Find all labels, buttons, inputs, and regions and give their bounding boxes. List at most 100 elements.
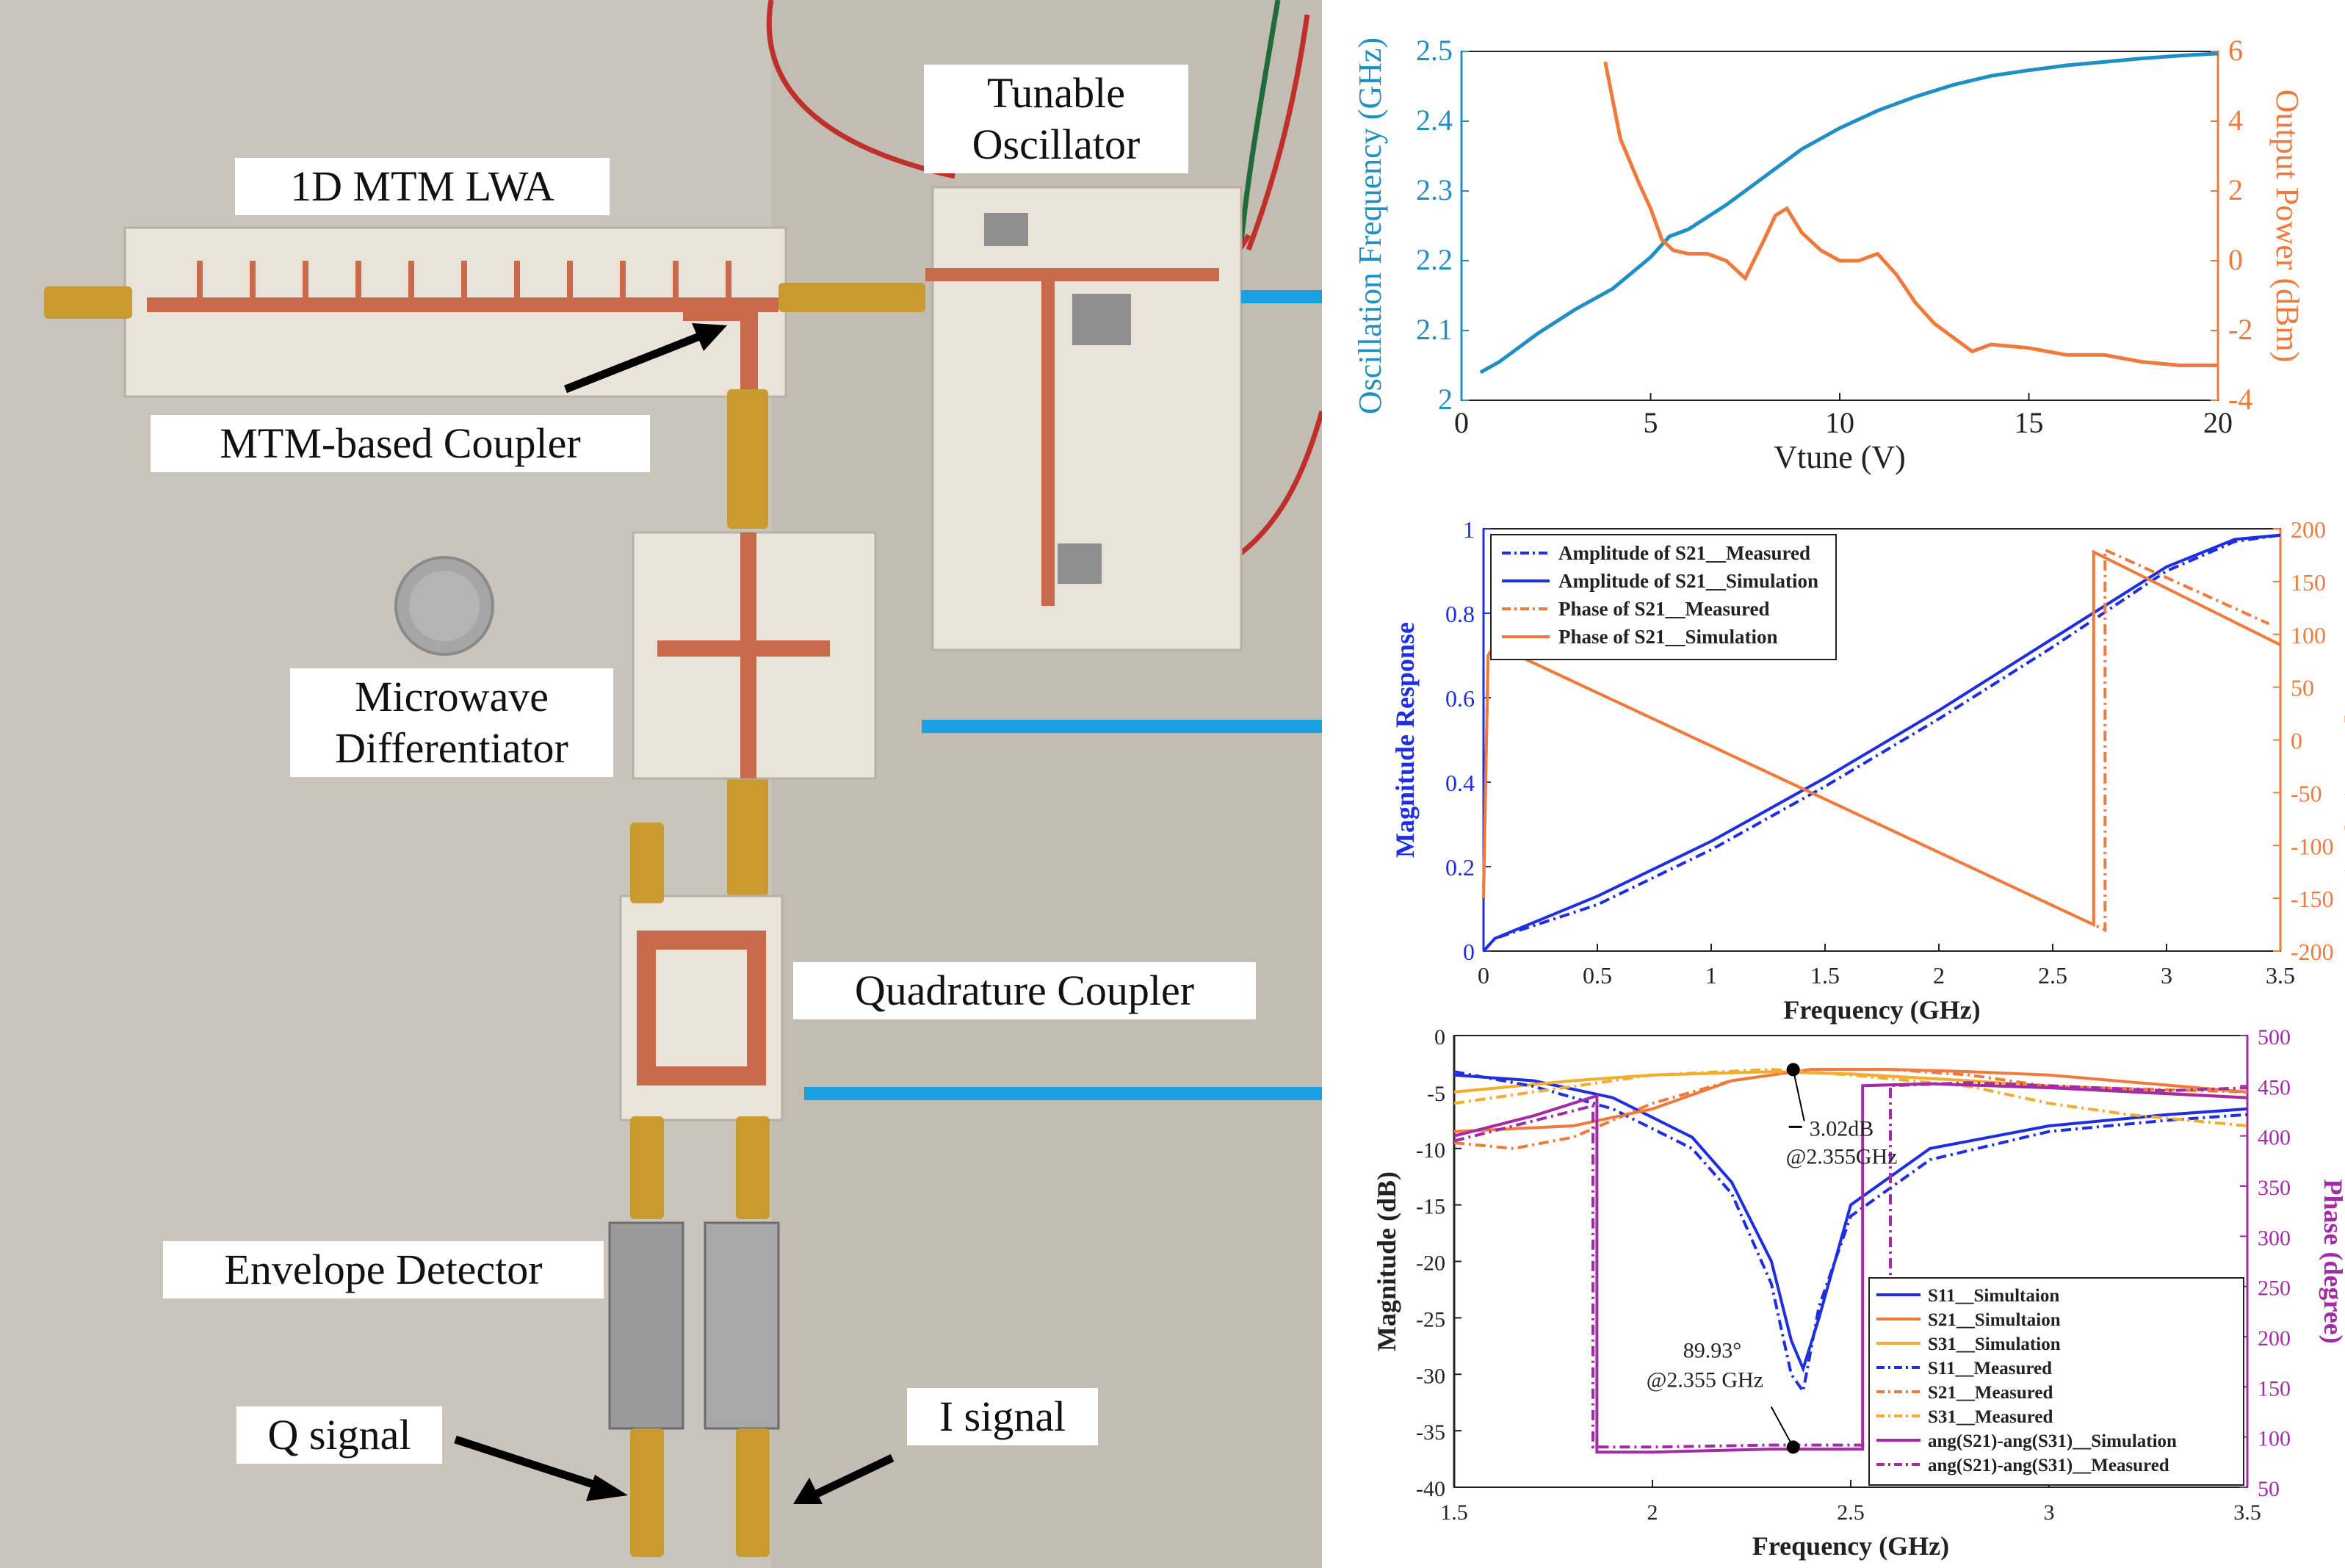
legend-label-5: S31__Measured: [1928, 1407, 2053, 1427]
y2-tick-label: 450: [2258, 1075, 2291, 1099]
y2-tick-label: 400: [2258, 1126, 2291, 1150]
label-oscillator-line2: Oscillator: [972, 120, 1141, 168]
y2-axis-label: Phase (degree): [2319, 1179, 2345, 1343]
label-differentiator-line2: Differentiator: [335, 724, 568, 772]
x-tick-label: 0: [1478, 962, 1489, 989]
y-tick-label: 2: [1438, 383, 1453, 416]
diff-trace-h: [657, 640, 830, 657]
y2-tick-label: 200: [2291, 516, 2326, 543]
annotation-leader: [1792, 1069, 1805, 1121]
y2-tick-label: -2: [2228, 313, 2252, 346]
annotation-leader: [1770, 1406, 1794, 1448]
label-quadrature: Quadrature Coupler: [793, 962, 1256, 1019]
x-tick-label: 3.5: [2233, 1500, 2261, 1525]
x-tick-label: 0: [1454, 406, 1469, 439]
x-tick-label: 15: [2015, 406, 2044, 439]
x-tick-label: 1.5: [1810, 962, 1840, 989]
y-tick-label: -15: [1416, 1195, 1445, 1219]
label-q-signal: Q signal: [236, 1406, 442, 1464]
osc-component-2: [1072, 294, 1131, 345]
blue-arrows: [804, 290, 1322, 1100]
legend-label-2: Phase of S21__Measured: [1558, 598, 1770, 620]
y-tick-label: -5: [1427, 1082, 1445, 1106]
quad-connector-left: [630, 1116, 664, 1219]
x-tick-label: 10: [1825, 406, 1854, 439]
y-tick-label: 0: [1434, 1028, 1445, 1049]
y-tick-label: 2.4: [1416, 104, 1453, 137]
y-tick-label: 2.2: [1416, 243, 1453, 276]
x-tick-label: 3.5: [2266, 962, 2295, 989]
y-tick-label: -25: [1416, 1307, 1445, 1332]
connector-chain-1: [727, 389, 768, 529]
quad-connector-right: [736, 1116, 770, 1219]
y2-tick-label: -4: [2228, 383, 2252, 416]
red-wire-right: [1246, 14, 1310, 251]
y-tick-label: -40: [1416, 1477, 1445, 1501]
osc-trace-h: [925, 268, 1219, 281]
legend-label-2: S31__Simulation: [1928, 1334, 2061, 1354]
label-i-signal: I signal: [907, 1388, 1098, 1445]
y2-tick-label: -200: [2291, 939, 2334, 965]
y2-tick-label: 150: [2258, 1376, 2291, 1401]
annotation-text: 3.02dB: [1810, 1116, 1874, 1141]
annotation-marker: [1786, 1063, 1800, 1077]
y-tick-label: 0.6: [1445, 685, 1475, 712]
label-lwa: 1D MTM LWA: [235, 158, 610, 215]
series-line-0: [1482, 533, 2281, 953]
envelope-detector-left: [608, 1221, 684, 1430]
y2-tick-label: 50: [2258, 1477, 2280, 1501]
legend-box: [1490, 534, 1837, 660]
y-tick-label: 2.5: [1416, 34, 1453, 67]
series-line-7: [1453, 1081, 2248, 1449]
y2-tick-label: 100: [2291, 622, 2326, 648]
x-tick-label: 2.5: [2038, 962, 2067, 989]
legend-label-0: Amplitude of S21__Measured: [1558, 542, 1810, 564]
y2-tick-label: 250: [2258, 1276, 2291, 1301]
y-tick-label: -20: [1416, 1251, 1445, 1276]
mtm-coupler-trace: [683, 303, 758, 397]
x-tick-label: 3: [2044, 1500, 2055, 1525]
y-axis-label: Magnitude (dB): [1372, 1171, 1401, 1351]
hardware-photo: [0, 0, 1322, 1568]
series-line-4: [1453, 1068, 2248, 1150]
quad-connector-top-left: [630, 823, 664, 903]
y2-tick-label: 200: [2258, 1326, 2291, 1351]
y2-tick-label: 2: [2228, 173, 2243, 206]
series-line-0: [1479, 51, 2219, 375]
x-axis-label: Vtune (V): [1774, 439, 1906, 475]
legend-label-3: Phase of S21__Simulation: [1558, 626, 1778, 648]
y2-tick-label: 0: [2228, 243, 2243, 276]
lwa-sma-left: [44, 286, 132, 319]
legend-label-1: Amplitude of S21__Simulation: [1558, 570, 1818, 592]
x-tick-label: 2.5: [1837, 1500, 1865, 1525]
lwa-stubs: [197, 261, 731, 301]
y-tick-label: -30: [1416, 1364, 1445, 1388]
y2-tick-label: -150: [2291, 886, 2334, 912]
label-differentiator: Microwave Differentiator: [290, 668, 613, 777]
series-line-0: [1453, 1073, 2248, 1373]
y-tick-label: -10: [1416, 1138, 1445, 1163]
series-line-1: [1603, 61, 2218, 367]
y-tick-label: 2.1: [1416, 313, 1453, 346]
label-mtm-coupler: MTM-based Coupler: [151, 415, 650, 472]
lwa-sma-right: [778, 283, 925, 312]
legend-label-3: S11__Measured: [1928, 1359, 2052, 1379]
x-axis-label: Frequency (GHz): [1752, 1531, 1949, 1561]
x-tick-label: 2: [1647, 1500, 1658, 1525]
y2-axis-label: Output Power (dBm): [2269, 90, 2305, 363]
osc-trace-v: [1041, 275, 1055, 606]
y2-tick-label: 50: [2291, 675, 2314, 701]
label-oscillator-line1: Tunable: [987, 69, 1125, 117]
y-tick-label: -35: [1416, 1420, 1445, 1445]
x-tick-label: 3: [2161, 962, 2172, 989]
label-envelope: Envelope Detector: [163, 1241, 604, 1298]
y-tick-label: 0.2: [1445, 854, 1475, 881]
label-differentiator-line1: Microwave: [354, 673, 549, 720]
osc-component-1: [984, 213, 1028, 246]
y2-tick-label: 100: [2258, 1427, 2291, 1451]
y2-tick-label: 300: [2258, 1226, 2291, 1250]
x-tick-label: 1.5: [1440, 1500, 1468, 1525]
